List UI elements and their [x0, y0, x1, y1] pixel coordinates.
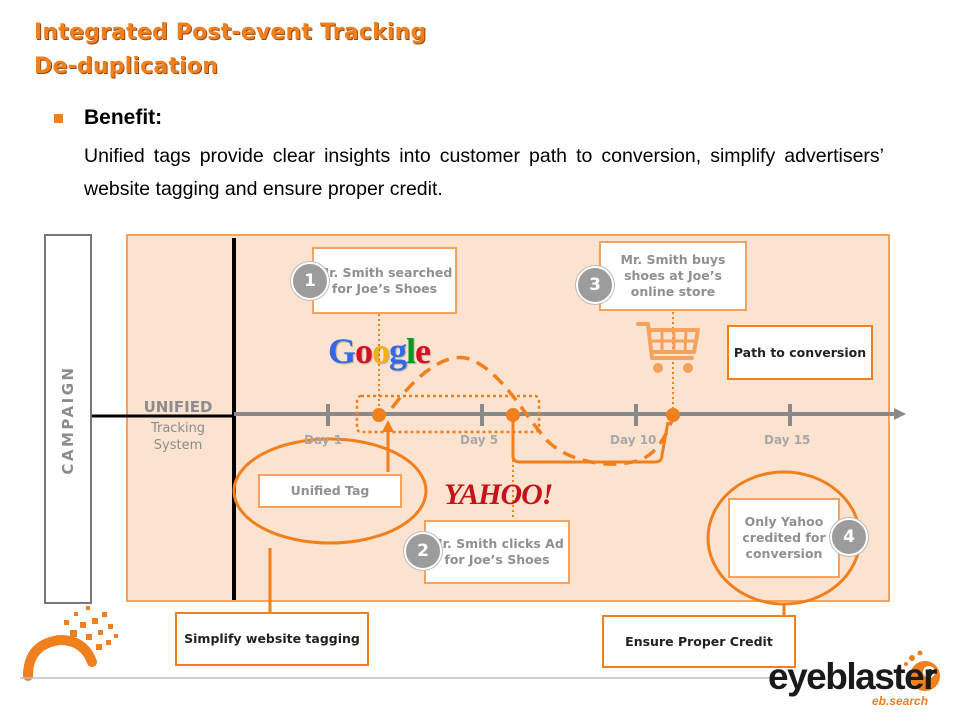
path-to-conversion-box: Path to conversion — [727, 325, 873, 380]
shopping-cart-icon — [636, 322, 700, 373]
yahoo-logo: YAHOO! — [444, 478, 553, 511]
page-title-line1: Integrated Post-event Tracking — [34, 20, 427, 45]
simplify-tagging-box: Simplify website tagging — [175, 612, 369, 666]
path-label: Path to conversion — [733, 344, 867, 360]
step-number-1: 1 — [291, 262, 329, 300]
step-number-4: 4 — [830, 518, 868, 556]
dashed-path — [390, 355, 675, 466]
bullet-square-icon — [54, 114, 63, 123]
day-label-5: Day 5 — [460, 433, 499, 447]
step1-card: Mr. Smith searched for Joe’s Shoes — [312, 247, 457, 314]
ensure-credit-box: Ensure Proper Credit — [602, 615, 796, 668]
benefit-heading: Benefit: — [84, 106, 163, 129]
solid-path — [511, 414, 670, 464]
benefit-text: Unified tags provide clear insights into… — [84, 145, 884, 200]
day-label-1: Day 1 — [304, 433, 343, 447]
step-number-2: 2 — [404, 532, 442, 570]
event-dot-1 — [372, 408, 386, 422]
sunburst-logo-icon — [23, 606, 118, 681]
day-label-10: Day 10 — [610, 433, 657, 447]
step3-text: Mr. Smith buys shoes at Joe’s online sto… — [620, 252, 726, 299]
google-logo: Google — [328, 331, 431, 371]
unified-tag-label: Unified Tag — [290, 483, 370, 498]
campaign-box — [44, 234, 92, 604]
unified-tag-arrowhead-icon — [382, 420, 394, 432]
event-dot-2 — [506, 408, 520, 422]
eyeblaster-sublabel: eb.search — [872, 694, 929, 708]
event-dot-3 — [666, 408, 680, 422]
step3-card: Mr. Smith buys shoes at Joe’s online sto… — [599, 241, 747, 311]
step1-text: Mr. Smith searched for Joe’s Shoes — [316, 264, 453, 296]
step4-text: Only Yahoo credited for conversion — [742, 514, 826, 561]
step2-text: Mr. Smith clicks Ad for Joe’s Shoes — [430, 536, 564, 567]
timeline-arrow-icon — [894, 408, 906, 420]
simplify-label: Simplify website tagging — [184, 631, 360, 646]
page-title-line2: De-duplication — [34, 54, 219, 79]
step2-card: Mr. Smith clicks Ad for Joe’s Shoes — [424, 520, 570, 584]
eyeblaster-logo-text: eyeblaster — [768, 656, 938, 697]
dedup-window — [355, 394, 541, 434]
eyeblaster-eye-icon — [904, 650, 940, 691]
unified-tag-card: Unified Tag — [258, 474, 402, 508]
unified-heading: UNIFIED — [143, 398, 213, 416]
ensure-label: Ensure Proper Credit — [625, 633, 773, 649]
unified-tag-ellipse — [232, 437, 428, 545]
unified-subtext: Tracking System — [150, 421, 206, 453]
step4-card: Only Yahoo credited for conversion — [728, 498, 840, 578]
day-label-15: Day 15 — [764, 433, 811, 447]
step-number-3: 3 — [576, 266, 614, 304]
